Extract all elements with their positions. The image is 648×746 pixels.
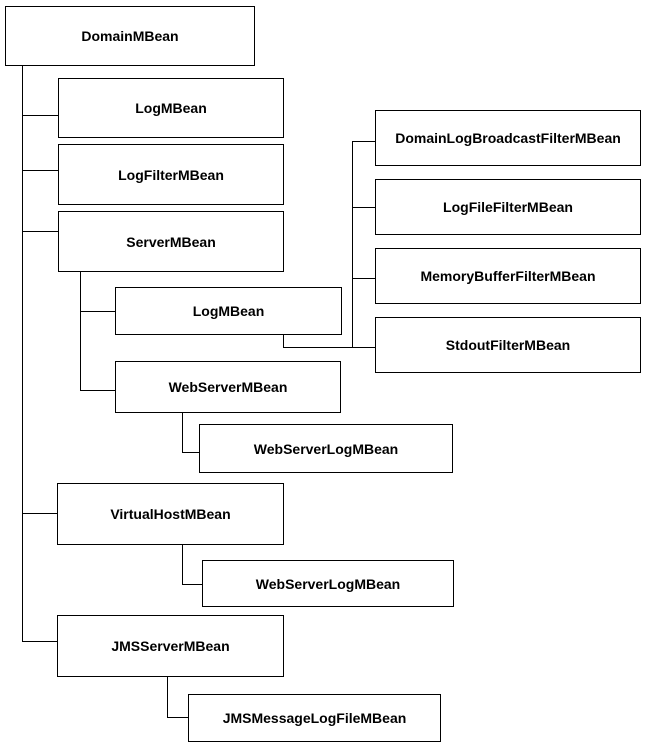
node-logmbean-under-server: LogMBean (115, 287, 342, 335)
node-domainmbean: DomainMBean (5, 6, 255, 66)
connector-webserver-drop (182, 413, 183, 453)
connector-branch-logmbean-child (80, 311, 115, 312)
connector-branch-webserverlog-2 (182, 584, 202, 585)
connector-branch-memorybufferfilter (352, 278, 375, 279)
node-logfilefiltermbean: LogFileFilterMBean (375, 179, 641, 235)
node-servermbean: ServerMBean (58, 211, 284, 272)
connector-branch-domainlogbroadcastfilter (352, 141, 375, 142)
node-jmsservermbean: JMSServerMBean (57, 615, 284, 677)
node-webserverlogmbean-under-virtualhost: WebServerLogMBean (202, 560, 454, 607)
connector-branch-servermbean (22, 231, 58, 232)
connector-virtualhost-drop (182, 545, 183, 585)
connector-logmbean-drop (283, 335, 284, 348)
connector-branch-logfiltermbean (22, 170, 58, 171)
connector-branch-jmsmessagelogfile (167, 717, 188, 718)
connector-branch-logfilefilter (352, 207, 375, 208)
node-virtualhostmbean: VirtualHostMBean (57, 483, 284, 545)
node-logmbean-under-domain: LogMBean (58, 78, 284, 138)
connector-branch-webserverlog-1 (182, 452, 199, 453)
node-logfiltermbean: LogFilterMBean (58, 144, 284, 205)
connector-branch-jmsservermbean (22, 641, 57, 642)
connector-server-children-spine (80, 272, 81, 391)
node-domainlogbroadcastfiltermbean: DomainLogBroadcastFilterMBean (375, 110, 641, 166)
connector-domain-children-spine (22, 66, 23, 641)
node-stdoutfiltermbean: StdoutFilterMBean (375, 317, 641, 373)
connector-filters-spine (352, 141, 353, 348)
connector-jmsserver-drop (167, 677, 168, 718)
node-webserverlogmbean-under-webserver: WebServerLogMBean (199, 424, 453, 473)
connector-branch-logmbean (22, 115, 58, 116)
connector-branch-webservermbean (80, 390, 115, 391)
node-webservermbean: WebServerMBean (115, 361, 341, 413)
connector-branch-virtualhostmbean (22, 513, 57, 514)
node-memorybufferfiltermbean: MemoryBufferFilterMBean (375, 248, 641, 304)
node-jmsmessagelogfilembean: JMSMessageLogFileMBean (188, 694, 441, 742)
connector-logmbean-to-filters (283, 347, 375, 348)
